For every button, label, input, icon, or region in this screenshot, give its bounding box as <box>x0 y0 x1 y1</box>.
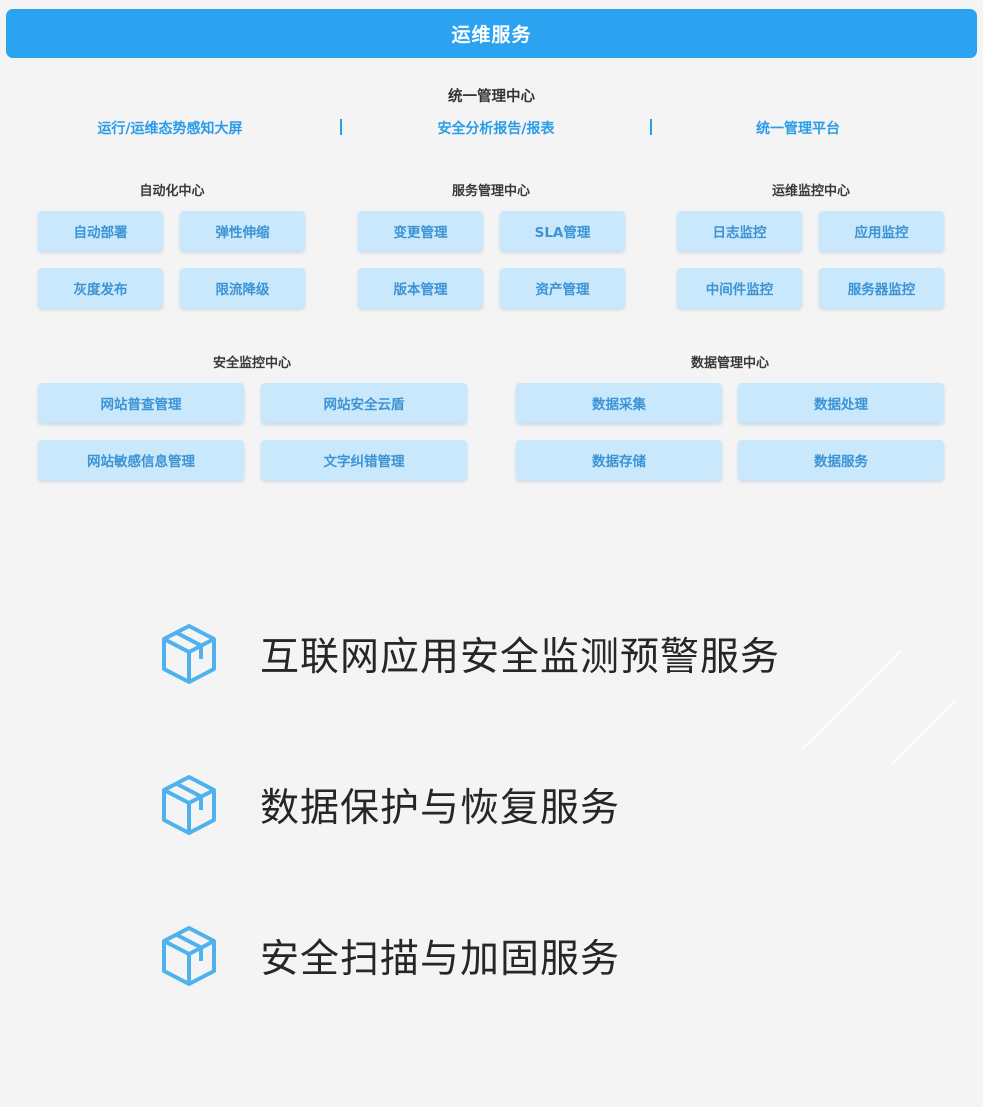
chip-site-cloud-shield[interactable]: 网站安全云盾 <box>261 383 467 423</box>
link-situation-screen[interactable]: 运行/运维态势感知大屏 <box>97 121 243 137</box>
group-title-ops-monitoring: 运维监控中心 <box>771 184 850 199</box>
chip-data-service[interactable]: 数据服务 <box>738 440 944 480</box>
cube-icon <box>162 926 216 986</box>
separator <box>340 119 342 135</box>
chip-auto-deploy[interactable]: 自动部署 <box>38 211 163 251</box>
chip-elastic-scaling[interactable]: 弹性伸缩 <box>180 211 305 251</box>
chip-middleware-monitoring[interactable]: 中间件监控 <box>677 268 802 308</box>
chip-site-survey[interactable]: 网站普查管理 <box>38 383 244 423</box>
chip-app-monitoring[interactable]: 应用监控 <box>819 211 944 251</box>
chip-version-management[interactable]: 版本管理 <box>358 268 483 308</box>
service-label: 互联网应用安全监测预警服务 <box>260 635 781 680</box>
decorative-line <box>891 700 957 766</box>
unified-management-center-title: 统一管理中心 <box>448 89 535 105</box>
service-item: 安全扫描与加固服务 <box>160 924 920 988</box>
chip-rate-limit[interactable]: 限流降级 <box>180 268 305 308</box>
service-label: 数据保护与恢复服务 <box>260 786 621 831</box>
chip-text-correction[interactable]: 文字纠错管理 <box>261 440 467 480</box>
group-title-automation: 自动化中心 <box>139 184 205 199</box>
management-links-row: 运行/运维态势感知大屏 安全分析报告/报表 统一管理平台 <box>0 118 983 140</box>
service-label: 安全扫描与加固服务 <box>260 937 621 982</box>
chip-data-collection[interactable]: 数据采集 <box>516 383 722 423</box>
group-title-service-management: 服务管理中心 <box>451 184 530 199</box>
service-item: 数据保护与恢复服务 <box>160 773 920 837</box>
chip-gray-release[interactable]: 灰度发布 <box>38 268 163 308</box>
header-title: 运维服务 <box>451 24 532 46</box>
chip-sla-management[interactable]: SLA管理 <box>500 211 625 251</box>
header-bar: 运维服务 <box>6 9 977 58</box>
link-management-platform[interactable]: 统一管理平台 <box>756 121 840 137</box>
chip-sensitive-info[interactable]: 网站敏感信息管理 <box>38 440 244 480</box>
chip-data-storage[interactable]: 数据存储 <box>516 440 722 480</box>
cube-icon <box>162 624 216 684</box>
chip-server-monitoring[interactable]: 服务器监控 <box>819 268 944 308</box>
cube-icon <box>162 775 216 835</box>
chip-change-management[interactable]: 变更管理 <box>358 211 483 251</box>
chip-asset-management[interactable]: 资产管理 <box>500 268 625 308</box>
chip-data-processing[interactable]: 数据处理 <box>738 383 944 423</box>
link-security-report[interactable]: 安全分析报告/报表 <box>437 121 555 137</box>
service-item: 互联网应用安全监测预警服务 <box>160 622 920 686</box>
chip-log-monitoring[interactable]: 日志监控 <box>677 211 802 251</box>
group-title-data-management: 数据管理中心 <box>690 356 769 371</box>
group-title-security-monitoring: 安全监控中心 <box>212 356 291 371</box>
separator <box>650 119 652 135</box>
